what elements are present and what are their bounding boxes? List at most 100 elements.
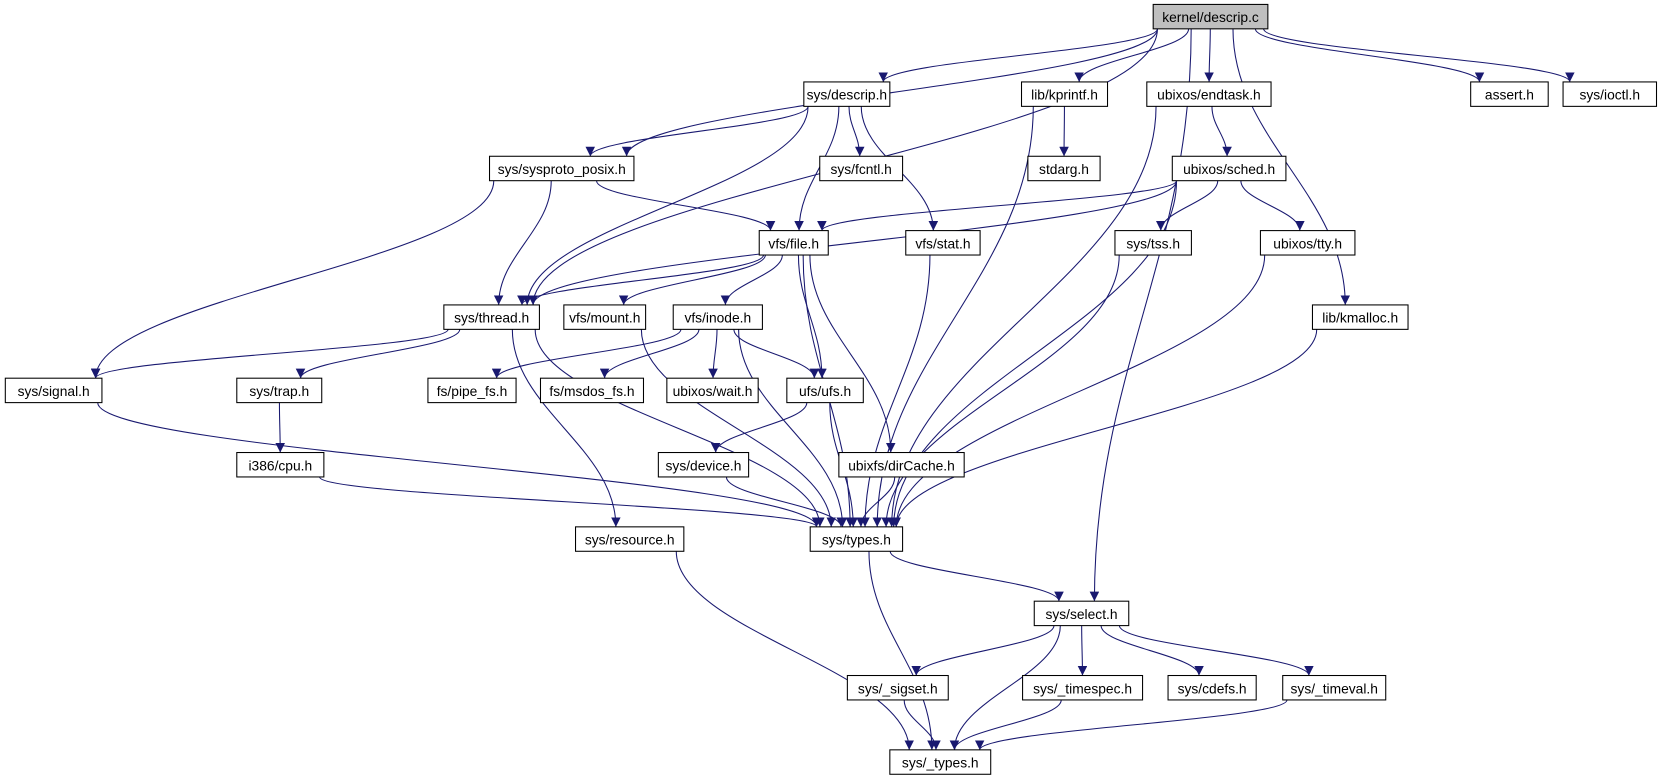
node-sys-device-h[interactable]: sys/device.h (657, 451, 750, 478)
node-sys-timespec-h[interactable]: sys/_timespec.h (1022, 674, 1144, 701)
node-i386-cpu-h[interactable]: i386/cpu.h (236, 451, 325, 478)
edge-vfs-inode-h-to-ubixos-wait-h (708, 329, 718, 379)
edge-sys-types-h-to-sys-select-h (889, 551, 1064, 602)
node-box (443, 304, 540, 330)
edge-sys-device-h-to-sys-types-h (725, 476, 846, 528)
node-box (1152, 3, 1269, 30)
node-box (889, 749, 992, 775)
node-assert-h[interactable]: assert.h (1470, 81, 1549, 107)
node-label: i386/cpu.h (248, 458, 312, 473)
node-sys-types-h[interactable]: sys/_types.h (889, 749, 992, 775)
node-sys-trap-h[interactable]: sys/trap.h (236, 377, 323, 404)
edge-ubixfs-dircache-h-to-sys-types-h (856, 476, 896, 527)
node-label: assert.h (1485, 88, 1534, 103)
node-ubixfs-dircache-h[interactable]: ubixfs/dirCache.h (838, 451, 965, 478)
edge-sys-descrip-h-to-sys-sysproto-posix-h (585, 106, 809, 157)
nodes-layer: kernel/descrip.c sys/descrip.h lib/kprintf… (4, 3, 1658, 775)
node-label: stdarg.h (1039, 162, 1089, 177)
node-box (1171, 155, 1287, 182)
node-label: sys/types.h (822, 533, 891, 548)
edge-sys-sigset-h-to-sys-types-h (903, 699, 941, 750)
node-label: ubixfs/dirCache.h (848, 458, 955, 473)
node-label: fs/msdos_fs.h (549, 384, 634, 399)
node-sys-sigset-h[interactable]: sys/_sigset.h (846, 674, 949, 701)
node-lib-kprintf-h[interactable]: lib/kprintf.h (1020, 81, 1109, 107)
node-label: ubixos/sched.h (1183, 162, 1275, 177)
node-box (1311, 304, 1409, 330)
edge-sys-select-h-to-sys-cdefs-h (1100, 625, 1204, 676)
node-sys-fcntl-h[interactable]: sys/fcntl.h (819, 155, 904, 182)
node-ubixos-wait-h[interactable]: ubixos/wait.h (666, 377, 759, 404)
node-sys-ioctl-h[interactable]: sys/ioctl.h (1562, 81, 1658, 107)
node-stdarg-h[interactable]: stdarg.h (1027, 155, 1101, 182)
node-label: ubixos/tty.h (1273, 236, 1342, 251)
node-ubixos-tty-h[interactable]: ubixos/tty.h (1259, 230, 1356, 256)
node-box (236, 451, 325, 478)
node-label: kernel/descrip.c (1162, 10, 1259, 25)
node-label: sys/resource.h (585, 533, 675, 548)
edge-sys-select-h-to-sys-timeval-h (1118, 625, 1314, 676)
node-box (1282, 674, 1387, 701)
node-sys-types-h[interactable]: sys/types.h (809, 526, 904, 552)
node-fs-pipe-fs-h[interactable]: fs/pipe_fs.h (427, 377, 517, 404)
node-label: vfs/stat.h (915, 236, 970, 251)
node-label: sys/_sigset.h (858, 681, 938, 696)
node-box (666, 377, 759, 404)
node-box (1020, 81, 1109, 107)
node-fs-msdos-fs-h[interactable]: fs/msdos_fs.h (539, 377, 645, 404)
node-ubixos-sched-h[interactable]: ubixos/sched.h (1171, 155, 1287, 182)
node-sys-resource-h[interactable]: sys/resource.h (574, 526, 685, 552)
node-kernel-descrip-c[interactable]: kernel/descrip.c (1152, 3, 1269, 30)
node-vfs-inode-h[interactable]: vfs/inode.h (672, 304, 763, 330)
node-label: sys/thread.h (454, 311, 529, 326)
node-sys-signal-h[interactable]: sys/signal.h (4, 377, 103, 404)
node-sys-sysproto-posix-h[interactable]: sys/sysproto_posix.h (488, 155, 635, 182)
edge-vfs-file-h-to-sys-thread-h (517, 254, 765, 306)
node-vfs-stat-h[interactable]: vfs/stat.h (905, 230, 981, 256)
node-label: sys/descrip.h (807, 88, 888, 103)
edge-lib-kmalloc-h-to-sys-types-h (891, 329, 1318, 527)
edge-sys-resource-h-to-sys-types-h (675, 551, 914, 750)
node-label: fs/pipe_fs.h (437, 384, 508, 399)
node-label: vfs/mount.h (569, 311, 640, 326)
node-label: sys/fcntl.h (830, 162, 891, 177)
edge-ufs-ufs-h-to-sys-device-h (710, 402, 808, 453)
edge-vfs-inode-h-to-fs-pipe-fs-h (491, 329, 682, 379)
edge-sys-trap-h-to-i386-cpu-h (275, 402, 286, 453)
edge-sys-thread-h-to-sys-resource-h (511, 329, 621, 527)
node-sys-cdefs-h[interactable]: sys/cdefs.h (1167, 674, 1257, 701)
node-ubixos-endtask-h[interactable]: ubixos/endtask.h (1146, 81, 1272, 107)
node-sys-tss-h[interactable]: sys/tss.h (1114, 230, 1192, 256)
node-box (657, 451, 750, 478)
node-ufs-ufs-h[interactable]: ufs/ufs.h (786, 377, 864, 404)
node-lib-kmalloc-h[interactable]: lib/kmalloc.h (1311, 304, 1409, 330)
edge-kernel-descrip-c-to-sys-ioctl-h (1263, 28, 1575, 83)
edge-sys-select-h-to-sys-timespec-h (1077, 625, 1088, 676)
node-label: lib/kprintf.h (1031, 88, 1098, 103)
node-box (563, 304, 647, 330)
node-vfs-file-h[interactable]: vfs/file.h (758, 230, 829, 256)
edge-kernel-descrip-c-to-lib-kprintf-h (1074, 28, 1190, 83)
edge-vfs-inode-h-to-sys-types-h (738, 329, 848, 527)
edge-i386-cpu-h-to-sys-types-h (319, 476, 822, 528)
node-label: sys/_timeval.h (1291, 681, 1378, 696)
node-vfs-mount-h[interactable]: vfs/mount.h (563, 304, 647, 330)
node-box (786, 377, 864, 404)
node-label: sys/trap.h (249, 384, 309, 399)
edge-vfs-mount-h-to-sys-types-h (640, 329, 836, 527)
node-box (1022, 674, 1144, 701)
node-sys-descrip-h[interactable]: sys/descrip.h (803, 81, 891, 107)
node-sys-select-h[interactable]: sys/select.h (1033, 600, 1130, 627)
edge-kernel-descrip-c-to-sys-select-h (1089, 28, 1192, 602)
node-sys-thread-h[interactable]: sys/thread.h (443, 304, 540, 330)
node-box (1259, 230, 1356, 256)
node-box (1167, 674, 1257, 701)
node-sys-timeval-h[interactable]: sys/_timeval.h (1282, 674, 1387, 701)
edge-sys-select-h-to-sys-sigset-h (911, 625, 1055, 676)
node-label: sys/signal.h (18, 384, 90, 399)
node-label: sys/cdefs.h (1178, 681, 1247, 696)
edge-sys-sysproto-posix-h-to-sys-signal-h (90, 180, 495, 379)
node-box (819, 155, 904, 182)
edge-sys-thread-h-to-sys-signal-h (90, 328, 449, 379)
